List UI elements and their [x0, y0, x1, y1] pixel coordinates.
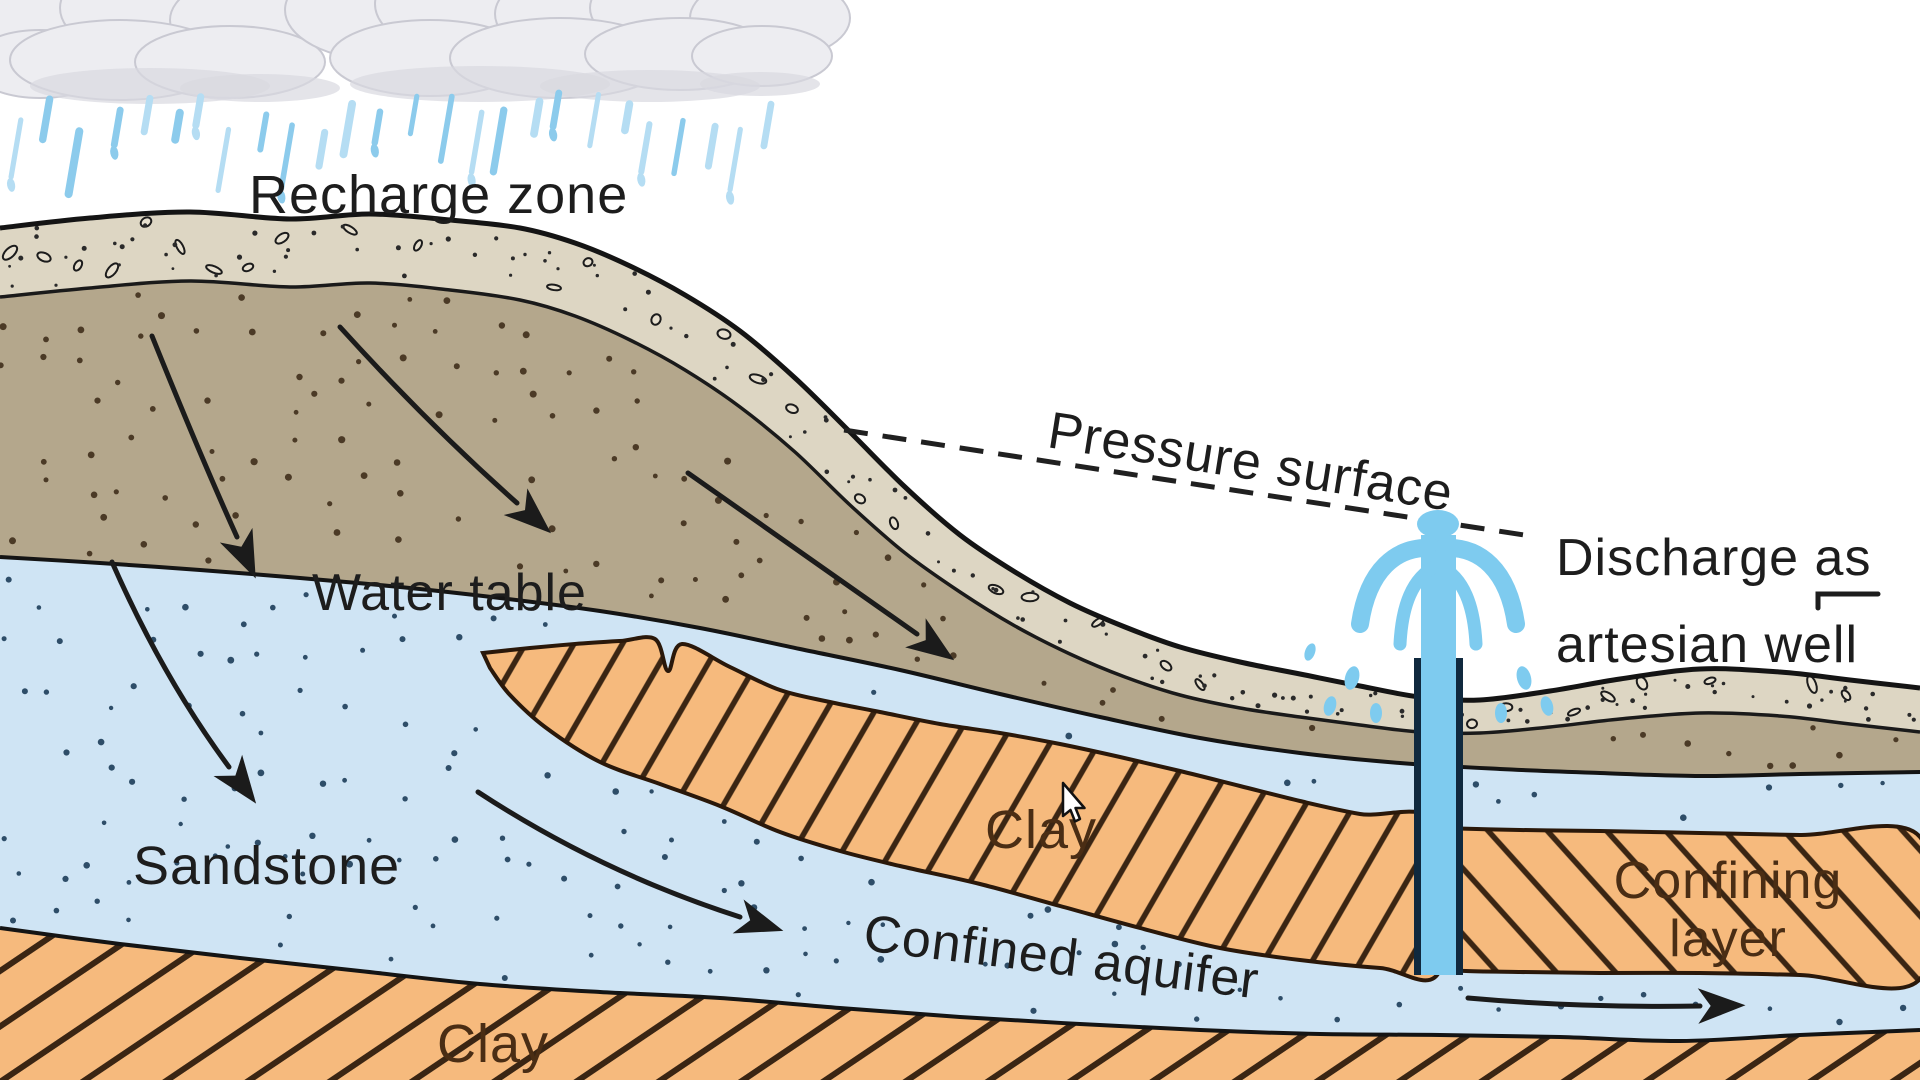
- flow-arrow: [475, 789, 784, 934]
- aquifer-flow-arrow: [1465, 988, 1746, 1024]
- water-droplet: [1540, 696, 1554, 716]
- fountain-jet-right-inner: [1433, 559, 1483, 651]
- well-casing-right: [1456, 658, 1463, 975]
- bottom-clay-layer: [0, 928, 1920, 1080]
- flow-arrow: [109, 559, 257, 804]
- flow-arrow: [685, 470, 955, 661]
- fountain-jet-left-outer: [1351, 538, 1441, 633]
- confining-layer-label-line1: Confining: [1614, 852, 1843, 910]
- flow-arrow: [337, 324, 552, 534]
- well-leader-tick: [1815, 591, 1881, 611]
- flow-arrow: [149, 333, 256, 579]
- well-casing-left: [1414, 658, 1421, 975]
- water-droplet: [1344, 666, 1360, 690]
- mouse-cursor: [1061, 781, 1086, 823]
- fountain-top: [1417, 510, 1459, 538]
- clay-wedge-layer: [479, 635, 1451, 983]
- rain-cloud-icon: [0, 0, 851, 104]
- water-droplet: [1304, 643, 1316, 661]
- sandstone-label: Sandstone: [133, 836, 400, 896]
- confining-layer-label-line2: layer: [1669, 910, 1787, 968]
- recharge-zone-label: Recharge zone: [249, 165, 628, 225]
- water-droplet: [1495, 703, 1507, 723]
- water-droplet: [1370, 703, 1382, 723]
- artesian-well: [1304, 510, 1554, 975]
- unsaturated-soil-region: [0, 280, 1920, 777]
- water-droplet: [1516, 666, 1532, 690]
- water-droplet: [1323, 696, 1337, 716]
- fountain-jet-right-outer: [1435, 538, 1525, 633]
- well-water-column: [1421, 535, 1456, 975]
- rain-drops-icon: [6, 89, 775, 205]
- fountain-jet-left-inner: [1393, 559, 1443, 651]
- water-table-label: Water table: [312, 564, 587, 622]
- discharge-label-line2: artesian well: [1556, 616, 1858, 674]
- groundwater-flow-arrows: [109, 324, 1746, 1024]
- topsoil-pebble-layer: [0, 211, 1920, 734]
- clay-bottom-label: Clay: [437, 1014, 549, 1074]
- discharge-label-line1: Discharge as: [1556, 529, 1871, 587]
- confining-layer-band: [1438, 823, 1920, 991]
- layer-boundary-lines: [0, 209, 1920, 1044]
